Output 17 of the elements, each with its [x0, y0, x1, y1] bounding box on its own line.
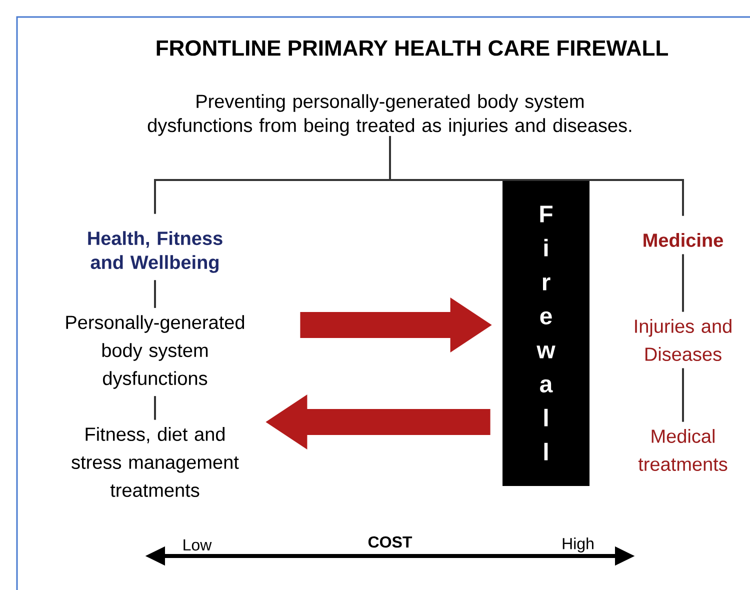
column-heading: Health, Fitness and Wellbeing	[88, 231, 222, 273]
connector-line	[154, 280, 156, 308]
axis-label: High	[562, 538, 594, 552]
connector-line	[389, 136, 684, 216]
connector-line	[682, 254, 684, 312]
axis-label: COST	[368, 536, 412, 548]
column-text: Medical treatments	[638, 429, 728, 471]
column-text: Fitness, diet and stress management treatments	[72, 427, 239, 497]
connector-line	[154, 396, 156, 420]
connector-line	[682, 368, 684, 422]
column-heading: Medicine	[644, 233, 723, 247]
column-text: Injuries and Diseases	[635, 319, 732, 361]
title: FRONTLINE PRIMARY HEALTH CARE FIREWALL	[156, 40, 668, 56]
axis-label: Low	[184, 539, 212, 551]
subtitle-text: Preventing personally-generated body system dysfunctions from being treated as injuries and diseases.	[148, 94, 632, 136]
firewall-bar: Firewall	[502, 180, 590, 486]
column-text: Personally-generated body system dysfunctions	[66, 315, 244, 389]
